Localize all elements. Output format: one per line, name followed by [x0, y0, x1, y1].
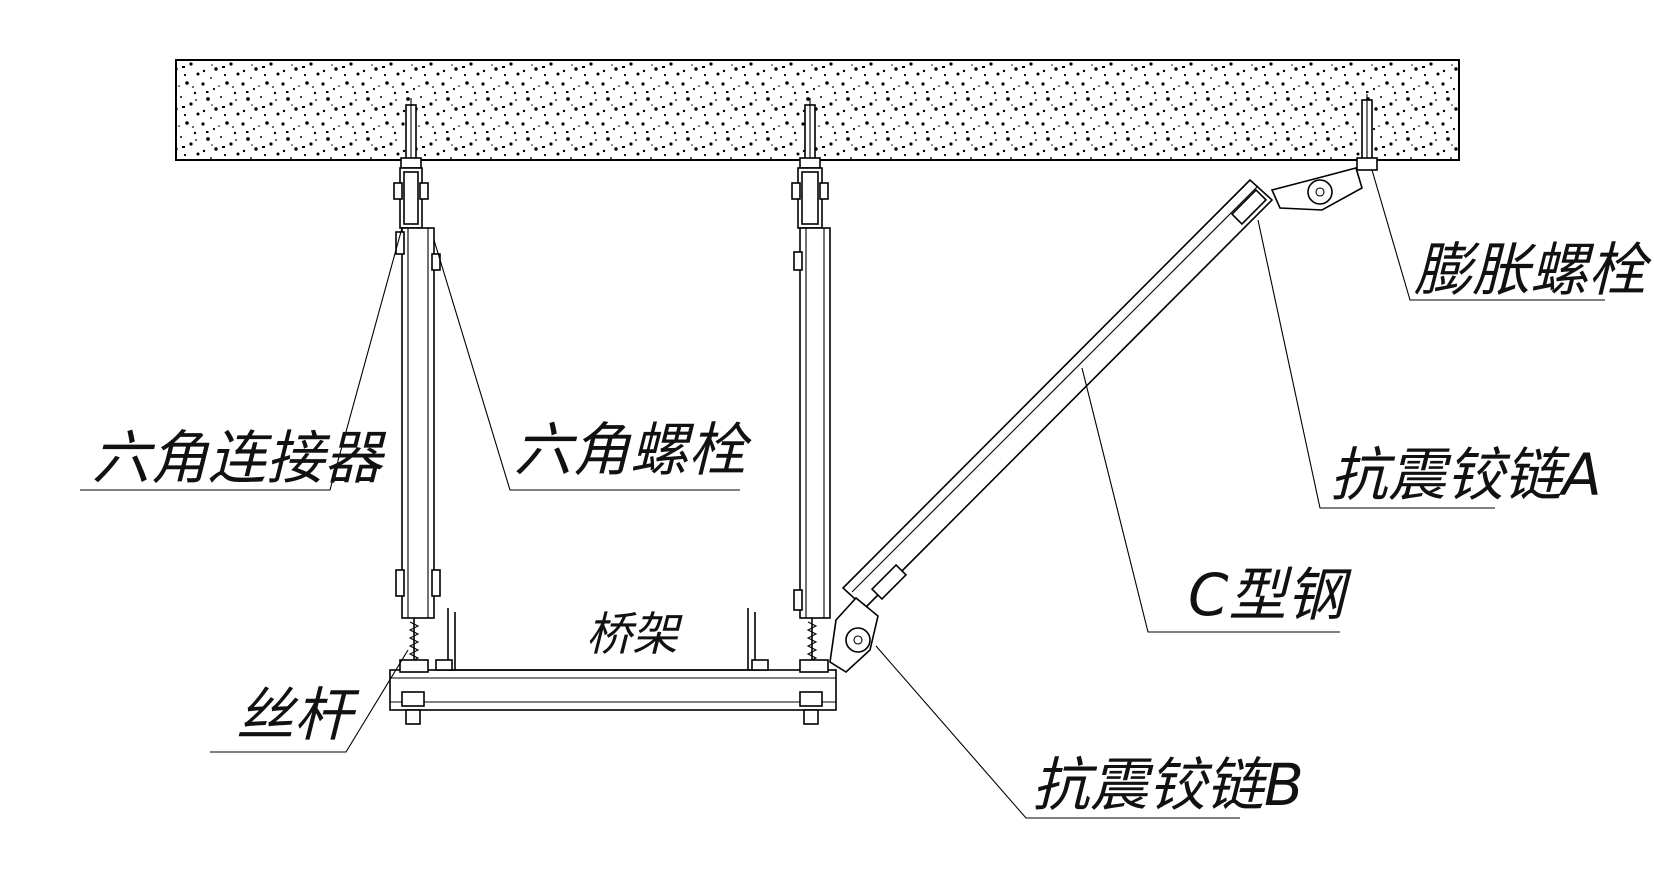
bottom-crossbeam	[389, 659, 837, 725]
expansion-bolt-right	[1356, 94, 1378, 171]
label-threaded-rod: 丝杆	[236, 681, 360, 749]
leader-expansion-bolt	[1371, 169, 1605, 301]
left-hanger	[393, 167, 441, 668]
concrete-slab	[175, 59, 1460, 161]
diagonal-brace	[841, 178, 1274, 610]
label-expansion-bolt: 膨胀螺栓	[1414, 236, 1652, 304]
leader-hinge-a	[1257, 219, 1495, 509]
label-hex-bolt: 六角螺栓	[514, 416, 752, 484]
leader-c-steel	[1081, 367, 1340, 633]
leader-lines	[80, 169, 1605, 819]
leader-hex-connector	[80, 227, 403, 491]
label-hex-connector: 六角连接器	[92, 424, 387, 492]
cable-tray	[435, 608, 769, 671]
leader-hex-bolt	[433, 239, 740, 491]
label-seismic-hinge-b: 抗震铰链B	[1032, 751, 1304, 819]
expansion-bolt-left	[400, 98, 422, 170]
label-cable-tray: 桥架	[586, 607, 683, 661]
leader-hinge-b	[875, 645, 1240, 819]
seismic-hinge-b	[829, 596, 879, 674]
seismic-hinge-a	[1270, 167, 1363, 211]
label-c-steel: C型钢	[1188, 561, 1352, 629]
label-seismic-hinge-a: 抗震铰链A	[1330, 441, 1602, 509]
middle-hanger	[791, 167, 831, 668]
leader-threaded-rod	[210, 649, 409, 753]
